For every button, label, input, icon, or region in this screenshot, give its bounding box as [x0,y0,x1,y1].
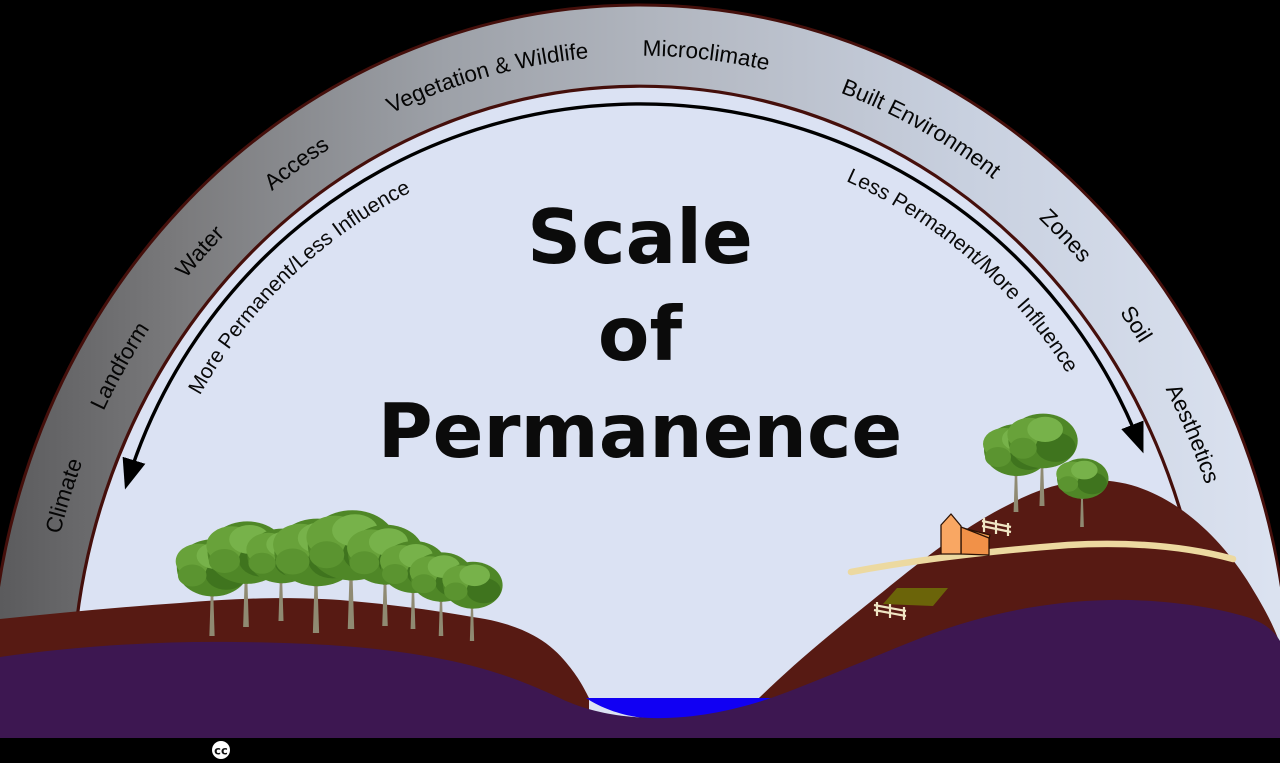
ring-outer-border [0,3,1280,589]
page-title-line-3: Permanence [378,387,903,475]
road [847,540,1237,576]
fence-icon [873,602,907,620]
bottom-bar [0,738,1280,763]
page-title-line-1: Scale [527,193,753,281]
permanence-arrow [122,102,1144,490]
pond [586,698,771,720]
cc-license-badge[interactable]: cc [212,741,230,759]
cc-license-icon[interactable] [212,741,230,759]
cc-license-text: cc [214,744,228,758]
house-icon [940,513,991,556]
permanence-ring-band [0,5,1280,700]
page-title-line-2: of [598,290,684,378]
field-plot [883,588,948,606]
fence-icon [981,518,1012,536]
ring-inner-border [70,84,1210,701]
foreground-hill [0,599,1280,763]
